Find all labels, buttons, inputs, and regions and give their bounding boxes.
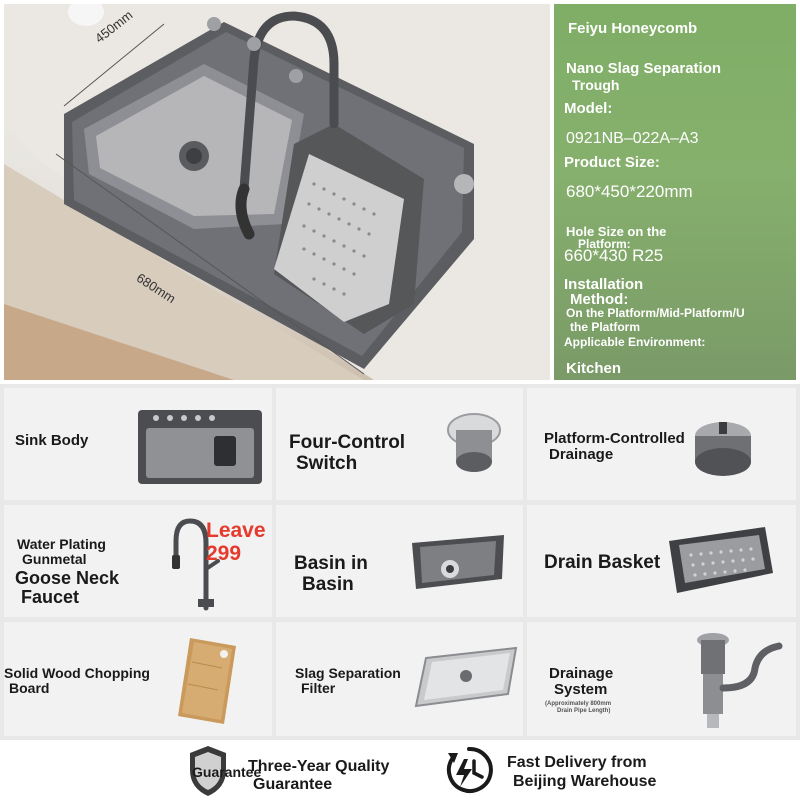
hero-section: 450mm 680mm Feiyu Honeycomb Nano Slag Se… — [0, 0, 800, 384]
shield-icon — [190, 746, 226, 796]
model-label: Model: — [564, 100, 613, 117]
shield-label: Guarantee — [192, 764, 262, 780]
price-promo: Leave 299 — [206, 519, 266, 565]
lightning-clock-icon — [446, 746, 493, 793]
feature-label-line2: Drainage — [549, 446, 614, 463]
feature-faucet: Water Plating Gunmetal Goose Neck Faucet — [4, 505, 272, 617]
feature-label-line2: Board — [9, 680, 50, 696]
product-subtitle-line2: Trough — [572, 77, 620, 93]
feature-four-control-switch: Four-Control Switch — [276, 388, 523, 500]
feature-label-line4: Faucet — [21, 587, 80, 607]
feature-platform-drainage: Platform-Controlled Drainage — [527, 388, 796, 500]
product-subtitle-line1: Nano Slag Separation — [566, 60, 722, 77]
feature-label: Drain Basket — [544, 552, 661, 573]
basin-icon — [412, 535, 504, 589]
feature-label-line1: Drainage — [549, 665, 614, 682]
filter-tray-icon — [414, 646, 518, 708]
feature-label-line1: Water Plating — [17, 536, 106, 552]
environment-value: Kitchen — [566, 360, 622, 377]
sink-body-icon — [138, 410, 262, 484]
install-value-line2: the Platform — [570, 320, 641, 334]
delivery-line2: Beijing Warehouse — [513, 773, 657, 790]
switch-knob-icon — [447, 413, 501, 472]
feature-label-line2: Switch — [296, 453, 358, 474]
sink-photo: 450mm 680mm — [4, 4, 550, 380]
drainage-note-line2: Drain Pipe Length) — [557, 708, 611, 714]
product-title: Feiyu Honeycomb — [568, 20, 698, 37]
hole-label-line2: Platform: — [578, 237, 631, 251]
install-value-line1: On the Platform/Mid-Platform/U — [566, 306, 745, 320]
size-label: Product Size: — [564, 154, 660, 171]
install-label-line2: Method: — [570, 291, 629, 308]
size-value: 680*450*220mm — [566, 182, 693, 201]
drainage-note-line1: (Approximately 800mm — [545, 701, 612, 707]
feature-sink-body: Sink Body — [4, 388, 272, 500]
install-label-line1: Installation — [564, 276, 644, 293]
feature-drain-basket: Drain Basket — [527, 505, 796, 617]
drain-knob-icon — [695, 422, 751, 476]
feature-basin-in-basin: Basin in Basin — [276, 505, 523, 617]
chopping-board-icon — [178, 638, 236, 724]
hole-value: 660*430 R25 — [564, 246, 664, 265]
spec-panel: Feiyu Honeycomb Nano Slag Separation Tro… — [554, 4, 796, 380]
feature-label: Sink Body — [15, 432, 89, 449]
drain-basket-icon — [669, 527, 773, 593]
faucet-icon — [172, 518, 220, 611]
feature-label-line3: Goose Neck — [15, 568, 120, 588]
sink-illustration — [4, 4, 550, 380]
feature-label-line2: Basin — [302, 574, 354, 595]
delivery-line1: Fast Delivery from — [507, 754, 647, 771]
feature-label-line1: Slag Separation — [295, 665, 401, 681]
feature-label-line1: Four-Control — [289, 432, 406, 453]
guarantee-line1: Three-Year Quality — [248, 758, 390, 775]
footer-guarantees: Guarantee Three-Year Quality Guarantee F… — [0, 740, 800, 800]
feature-label-line2: Gunmetal — [22, 551, 87, 567]
feature-label-line1: Platform-Controlled — [544, 430, 685, 447]
feature-label-line1: Solid Wood Chopping — [4, 665, 150, 681]
model-value: 0921NB–022A–A3 — [566, 130, 699, 147]
feature-drainage-system: Drainage System (Approximately 800mm Dra… — [527, 622, 796, 736]
drain-pipe-icon — [697, 633, 783, 728]
promo-line2: 299 — [206, 542, 242, 566]
feature-label-line2: Filter — [301, 680, 336, 696]
environment-label: Applicable Environment: — [564, 335, 706, 349]
feature-slag-filter: Slag Separation Filter — [276, 622, 523, 736]
feature-label-line2: System — [554, 681, 608, 698]
hole-label-line1: Hole Size on the — [566, 224, 667, 239]
feature-chopping-board: Solid Wood Chopping Board — [4, 622, 272, 736]
feature-label-line1: Basin in — [294, 553, 368, 574]
guarantee-line2: Guarantee — [253, 776, 333, 793]
promo-line1: Leave — [206, 519, 266, 542]
